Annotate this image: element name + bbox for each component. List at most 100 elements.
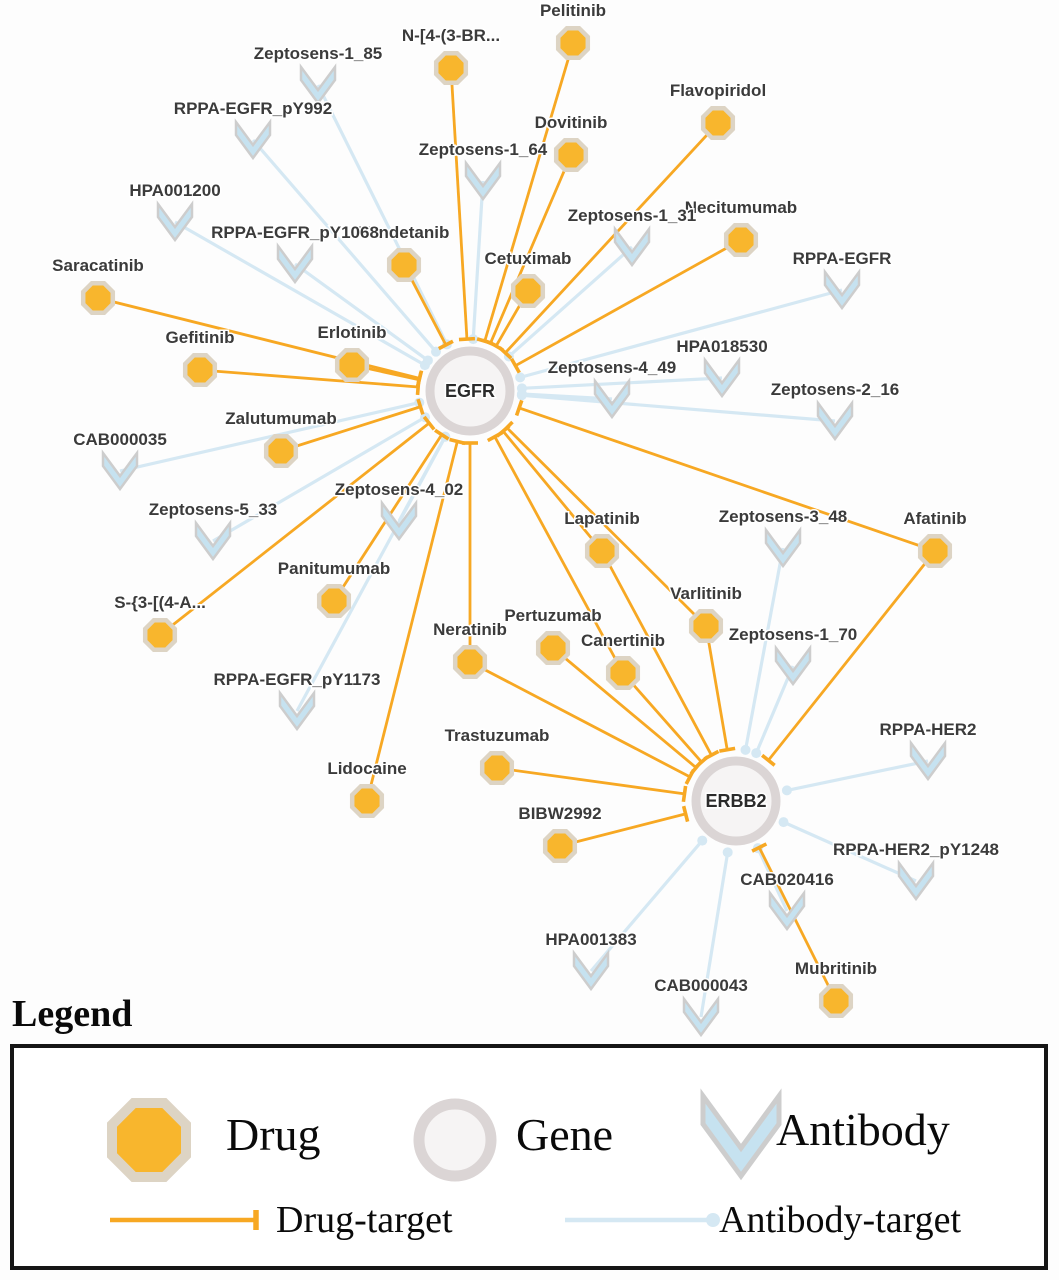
drug-node-gefitinib[interactable]: [182, 352, 218, 388]
edge-drug-target-lapatinib-EGFR: [495, 424, 604, 552]
edge-antibody-target-z164-EGFR: [468, 180, 485, 345]
antibody-node-z449[interactable]: [593, 377, 631, 420]
edge-drug-target-bibw2992-ERBB2: [559, 805, 690, 848]
edge-antibody-target-z216-EGFR: [516, 390, 836, 423]
node-label-dovitinib: Dovitinib: [535, 113, 608, 132]
node-label-z216: Zeptosens-2_16: [771, 380, 900, 399]
antibody-node-z170[interactable]: [774, 644, 812, 687]
antibody-node-rppaher2[interactable]: [909, 739, 947, 782]
edge-antibody-target-hpa018530-EGFR: [516, 376, 723, 394]
node-label-z185: Zeptosens-1_85: [254, 44, 383, 63]
node-label-s3a: S-{3-[(4-A...: [114, 593, 206, 612]
edge-antibody-target-z533-EGFR: [212, 412, 431, 543]
legend-gene-label: Gene: [516, 1109, 614, 1160]
node-label-flavopiridol: Flavopiridol: [670, 81, 766, 100]
edge-antibody-target-rppaher2-ERBB2: [781, 759, 929, 796]
legend-gene-icon: [413, 1098, 497, 1182]
node-label-afatinib: Afatinib: [903, 509, 966, 528]
node-label-py1173: RPPA-EGFR_pY1173: [214, 670, 381, 689]
node-label-canertinib: Canertinib: [581, 631, 665, 650]
drug-node-flavopiridol[interactable]: [700, 105, 736, 141]
edge-antibody-target-z348-ERBB2: [740, 547, 785, 755]
legend-drug-icon: [107, 1098, 191, 1182]
node-label-hpa001383: HPA001383: [545, 930, 636, 949]
drug-node-saracatinib[interactable]: [80, 280, 116, 316]
edge-drug-target-afatinib-EGFR: [514, 399, 936, 553]
edge-drug-target-trastuzumab-ERBB2: [496, 766, 688, 803]
legend-drug-label: Drug: [226, 1109, 321, 1160]
gene-node-EGFR[interactable]: [425, 346, 515, 436]
edge-antibody-target-cab000043-ERBB2: [699, 847, 733, 1018]
edge-antibody-target-hpa001383-ERBB2: [589, 835, 708, 973]
antibody-node-z131[interactable]: [613, 225, 651, 268]
drug-node-dovitinib[interactable]: [553, 137, 589, 173]
drug-node-necitumumab[interactable]: [723, 222, 759, 258]
drug-node-varlitinib[interactable]: [688, 608, 724, 644]
drug-node-zalutumumab[interactable]: [263, 433, 299, 469]
antibody-node-z216[interactable]: [816, 399, 854, 442]
antibody-node-rppaegfr[interactable]: [823, 268, 861, 311]
antibody-node-hpa018530[interactable]: [703, 356, 741, 399]
drug-node-panitumumab[interactable]: [316, 583, 352, 619]
node-label-trastuzumab: Trastuzumab: [445, 726, 550, 745]
node-label-cab020416: CAB020416: [740, 870, 834, 889]
drug-node-vandetanib[interactable]: [386, 247, 422, 283]
drug-node-s3a[interactable]: [142, 617, 178, 653]
antibody-node-z533[interactable]: [194, 519, 232, 562]
edge-antibody-target-py1248-ERBB2: [778, 817, 917, 883]
node-label-nbr: N-[4-(3-BR...: [402, 26, 500, 45]
node-label-z402: Zeptosens-4_02: [335, 480, 464, 499]
antibody-node-cab000035[interactable]: [101, 449, 139, 492]
antibody-node-py992[interactable]: [234, 118, 272, 161]
drug-node-pelitinib[interactable]: [555, 25, 591, 61]
edge-drug-target-varlitinib-ERBB2: [704, 625, 736, 753]
node-label-cab000043: CAB000043: [654, 976, 748, 995]
edge-drug-target-s3a-EGFR: [159, 415, 436, 637]
antibody-node-cab020416[interactable]: [768, 889, 806, 932]
drug-node-nbr[interactable]: [433, 50, 469, 86]
drug-node-cetuximab[interactable]: [510, 273, 546, 309]
drug-node-afatinib[interactable]: [917, 533, 953, 569]
edge-drug-target-neratinib-EGFR: [462, 441, 478, 662]
drug-node-erlotinib[interactable]: [334, 347, 370, 383]
node-label-cetuximab: Cetuximab: [485, 249, 572, 268]
node-label-z533: Zeptosens-5_33: [149, 500, 278, 519]
antibody-node-py1248[interactable]: [897, 859, 935, 902]
gene-node-ERBB2[interactable]: [691, 756, 781, 846]
antibody-node-hpa001200[interactable]: [156, 200, 194, 243]
node-label-vandetanib: Vandetanib: [359, 223, 450, 242]
node-label-rppaher2: RPPA-HER2: [880, 720, 977, 739]
legend-title: Legend: [12, 993, 133, 1035]
node-label-rppaegfr: RPPA-EGFR: [793, 249, 892, 268]
antibody-node-py1173[interactable]: [278, 689, 316, 732]
drug-node-canertinib[interactable]: [605, 655, 641, 691]
drug-node-bibw2992[interactable]: [542, 828, 578, 864]
antibody-node-py1068[interactable]: [276, 242, 314, 285]
antibody-node-z348[interactable]: [764, 526, 802, 569]
drug-node-trastuzumab[interactable]: [479, 750, 515, 786]
edge-drug-target-mubritinib-ERBB2: [751, 842, 838, 1002]
drug-node-mubritinib[interactable]: [818, 983, 854, 1019]
edge-drug-target-nbr-EGFR: [449, 67, 476, 342]
antibody-node-cab000043[interactable]: [682, 995, 720, 1038]
antibody-node-hpa001383[interactable]: [572, 949, 610, 992]
node-label-necitumumab: Necitumumab: [685, 198, 797, 217]
drug-node-pertuzumab[interactable]: [535, 630, 571, 666]
edge-drug-target-necitumumab-EGFR: [509, 238, 742, 374]
legend-box: Drug Gene Antibody Drug-target Antibody-…: [10, 1044, 1048, 1270]
antibody-node-z402[interactable]: [380, 499, 418, 542]
node-label-z170: Zeptosens-1_70: [729, 625, 858, 644]
node-label-cab000035: CAB000035: [73, 430, 167, 449]
edge-antibody-target-z170-ERBB2: [751, 665, 795, 759]
drug-node-lidocaine[interactable]: [349, 783, 385, 819]
drug-node-neratinib[interactable]: [452, 644, 488, 680]
node-label-saracatinib: Saracatinib: [52, 256, 144, 275]
drug-node-lapatinib[interactable]: [584, 533, 620, 569]
edge-antibody-target-py992-EGFR: [251, 138, 441, 357]
antibody-node-z164[interactable]: [464, 159, 502, 202]
node-label-panitumumab: Panitumumab: [278, 559, 390, 578]
antibody-node-z185[interactable]: [299, 63, 337, 106]
legend-antibody-target-edge-icon: [565, 1213, 720, 1227]
edge-drug-target-saracatinib-EGFR: [97, 296, 424, 387]
